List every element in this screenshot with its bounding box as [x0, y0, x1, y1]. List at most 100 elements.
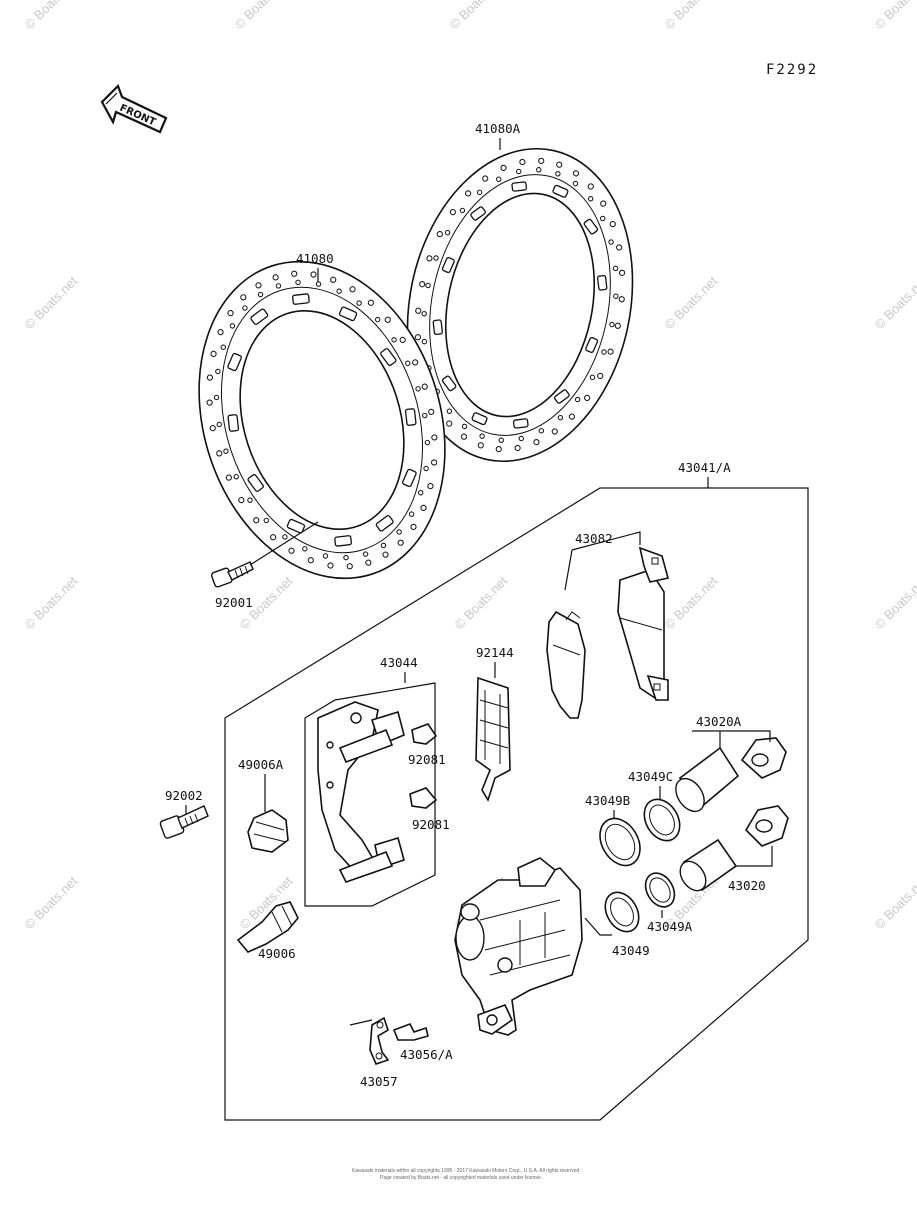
disc-hole [315, 281, 322, 287]
watermark: © Boats.net [662, 273, 721, 332]
watermark: © Boats.net [872, 273, 917, 332]
disc-hole [421, 338, 428, 345]
label-43049B: 43049B [585, 793, 630, 808]
disc-hole [349, 286, 356, 293]
label-43049A: 43049A [647, 919, 693, 934]
disc-hole [426, 255, 433, 262]
label-43057: 43057 [360, 1074, 398, 1089]
label-92001: 92001 [215, 595, 253, 610]
label-43041A: 43041/A [678, 460, 731, 475]
disc-hole [459, 207, 466, 214]
disc-hole [216, 421, 222, 428]
disc-hole [518, 435, 524, 442]
disc-hole [238, 497, 245, 504]
disc-hole [405, 360, 411, 366]
disc-hole [597, 372, 604, 380]
disc-hole [612, 265, 619, 272]
disc-hole [380, 542, 387, 549]
disc-hole [613, 293, 619, 299]
watermark: © Boats.net [662, 0, 721, 32]
footer-line-2: Page created by Boats.net - all copyrigh… [380, 1175, 542, 1181]
disc-hole [465, 190, 472, 197]
disc-hole [399, 336, 406, 343]
disc-window [554, 389, 570, 404]
brake-pad-front [546, 610, 586, 719]
disc-hole [227, 310, 234, 317]
disc-hole [431, 459, 438, 466]
disc-hole [217, 329, 224, 336]
disc-hole [574, 396, 581, 403]
disc-hole [538, 157, 545, 164]
disc-hole [327, 562, 334, 569]
disc-hole [216, 450, 223, 457]
bushing-92081-lower [409, 787, 438, 809]
disc-hole [322, 553, 329, 559]
disc-hole [551, 428, 558, 435]
label-92081-upper: 92081 [408, 752, 446, 767]
disc-hole [220, 344, 226, 350]
disc-hole [272, 274, 279, 281]
disc-window [432, 319, 443, 336]
disc-hole [421, 383, 428, 390]
disc-hole [215, 368, 221, 375]
disc-hole [418, 490, 424, 496]
disc-hole [263, 517, 270, 524]
disc-hole [346, 563, 353, 570]
disc-hole [584, 394, 591, 401]
disc-hole [556, 161, 563, 168]
disc-hole [275, 283, 282, 289]
disc-hole [247, 497, 253, 503]
disc-hole [446, 420, 453, 427]
brake-pad-rear [617, 546, 669, 702]
disc-hole [568, 413, 575, 420]
disc-hole [607, 348, 614, 355]
disc-hole [240, 294, 247, 301]
disc-hole [428, 408, 435, 415]
disc-hole [536, 167, 542, 173]
disc-hole [374, 316, 381, 323]
disc-window [338, 306, 358, 322]
disc-hole [302, 546, 308, 552]
disc-hole [365, 559, 372, 566]
watermark: © Boats.net [872, 0, 917, 32]
disc-hole [533, 439, 540, 446]
disc-hole [367, 299, 374, 306]
caliper-body [454, 857, 583, 1036]
disc-window [470, 206, 486, 221]
disc-window [441, 256, 455, 274]
label-43056A: 43056/A [400, 1047, 453, 1062]
disc-hole [270, 534, 277, 541]
disc-hole [382, 551, 389, 558]
disc-hole [414, 334, 421, 341]
disc-hole [288, 547, 295, 554]
piston-cap-43020 [744, 805, 789, 847]
disc-hole [608, 239, 614, 245]
disc-window [380, 348, 397, 366]
label-43049C: 43049C [628, 769, 673, 784]
disc-hole [397, 539, 404, 546]
disc-hole [500, 164, 507, 171]
disc-hole [477, 442, 484, 449]
disc-hole [495, 446, 502, 453]
disc-hole [330, 276, 337, 283]
piston-43020A [675, 746, 740, 813]
disc-hole [229, 323, 236, 329]
disc-window [404, 408, 417, 426]
watermark: © Boats.net [872, 873, 917, 932]
disc-hole [420, 504, 427, 511]
label-41080A: 41080A [475, 121, 521, 136]
brake-disc-41080A [406, 147, 634, 463]
disc-hole [419, 281, 426, 288]
piston-cap-43020A [740, 737, 787, 779]
disc-hole [431, 434, 438, 441]
disc-window [227, 414, 240, 432]
disc-hole [253, 517, 260, 524]
disc-hole [516, 168, 522, 175]
label-43049: 43049 [612, 943, 650, 958]
brake-disc-41080 [198, 260, 446, 580]
watermark: © Boats.net [662, 573, 721, 632]
watermark: © Boats.net [452, 573, 511, 632]
seal-43049B [599, 817, 641, 867]
disc-hole [412, 359, 419, 366]
